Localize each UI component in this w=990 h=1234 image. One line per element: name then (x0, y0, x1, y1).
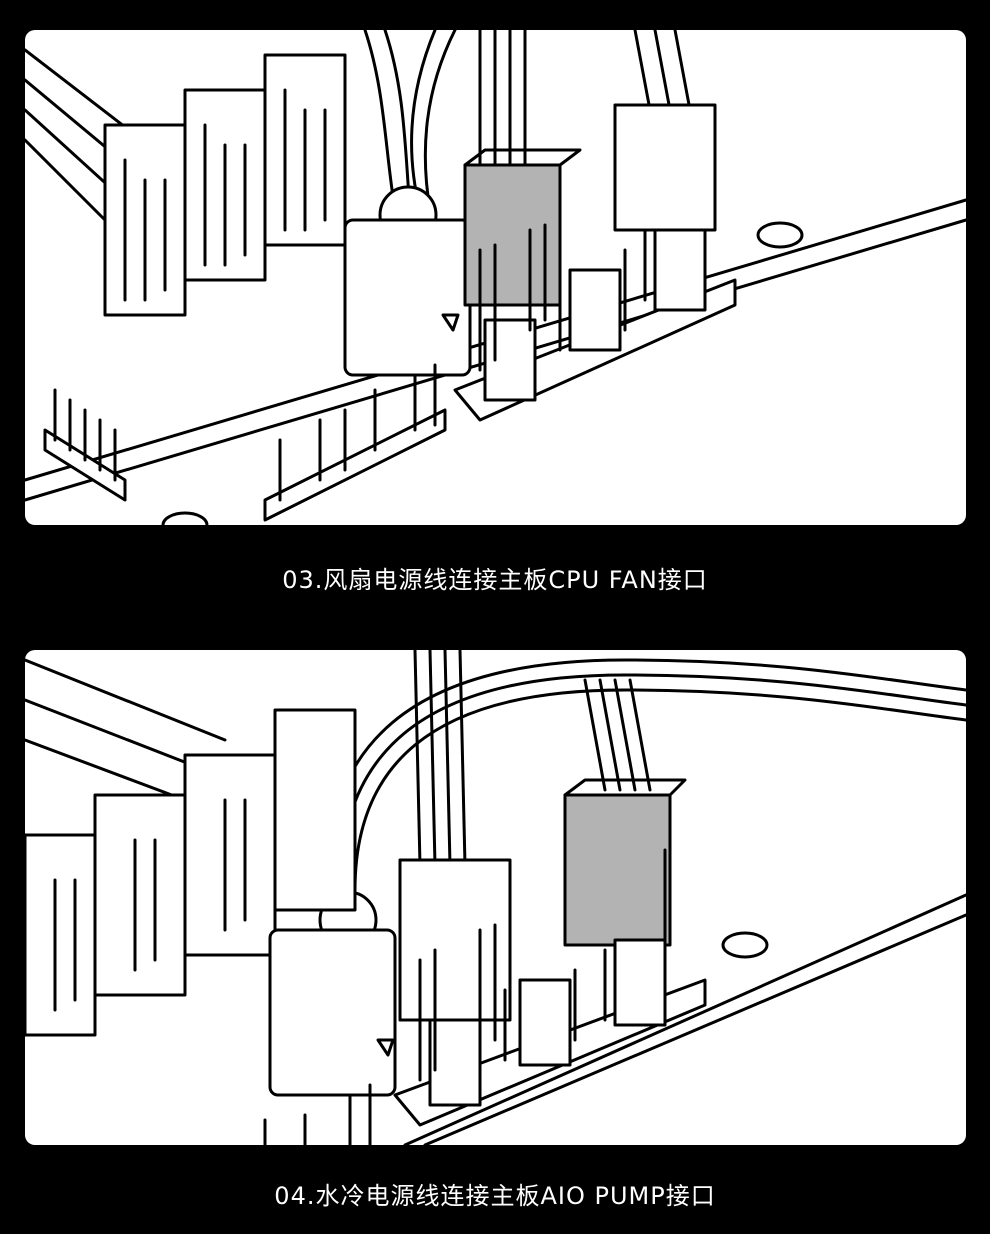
small-pin-headers (43, 363, 447, 522)
step-04-caption: 04.水冷电源线连接主板AIO PUMP接口 (274, 1182, 716, 1210)
power-plug (268, 928, 397, 1097)
power-plug (343, 218, 472, 377)
pump-header-pins (393, 848, 707, 1127)
board-edge-line-lower (423, 913, 966, 1145)
cpu-fan-connection-illustration (25, 30, 966, 525)
standoff-hole-bottom (161, 511, 209, 525)
aio-pump-connection-illustration (25, 650, 966, 1145)
ram-slots (25, 658, 357, 1037)
middle-connector (398, 650, 512, 1022)
step-03-illustration-panel (25, 30, 966, 525)
standoff-hole (756, 221, 804, 249)
small-pin-headers (263, 1083, 372, 1145)
step-03-caption: 03.风扇电源线连接主板CPU FAN接口 (282, 566, 708, 594)
white-cable (363, 30, 457, 245)
board-edge-line (403, 893, 966, 1145)
standoff-hole (721, 931, 769, 959)
cpu-fan-connector (463, 30, 582, 307)
step-04-illustration-panel (25, 650, 966, 1145)
plug-arrow (441, 313, 460, 332)
aio-pump-connector (563, 678, 687, 947)
ram-slots (25, 48, 347, 317)
right-fan-connector (613, 30, 717, 232)
plug-arrow (376, 1038, 395, 1057)
